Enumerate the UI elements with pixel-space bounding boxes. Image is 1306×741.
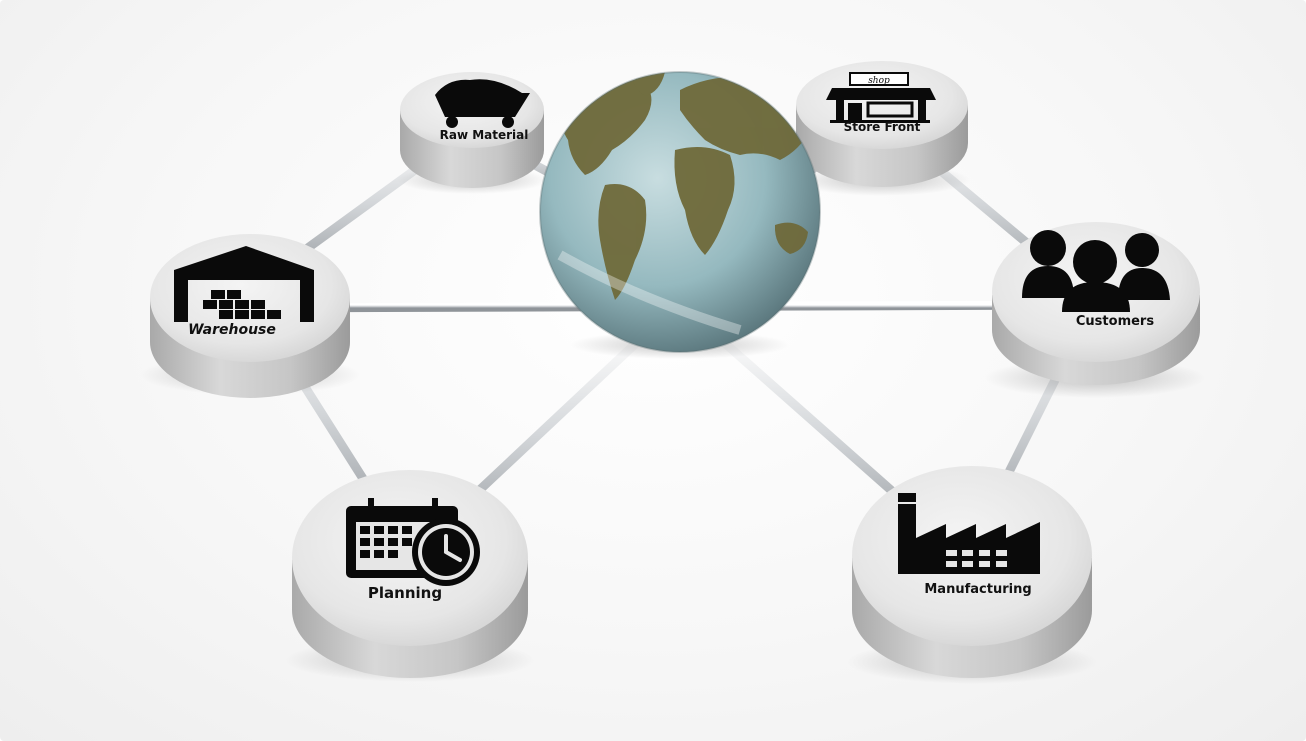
manufacturing-label: Manufacturing xyxy=(924,582,1031,597)
warehouse-label: Warehouse xyxy=(188,322,276,338)
warehouse-icon xyxy=(174,246,314,322)
globe-icon xyxy=(539,71,821,359)
node-raw-material: Raw Material xyxy=(397,72,547,194)
node-customers: Customers xyxy=(985,222,1205,398)
customers-label: Customers xyxy=(1076,314,1154,329)
node-planning: Planning xyxy=(285,470,535,682)
store-front-label: Store Front xyxy=(844,120,921,134)
storefront-icon: shop xyxy=(826,72,936,123)
node-warehouse: Warehouse xyxy=(140,234,360,398)
planning-label: Planning xyxy=(368,584,442,602)
raw-material-label: Raw Material xyxy=(440,128,529,142)
shop-sign-text: shop xyxy=(868,76,890,86)
mine-cart-icon xyxy=(435,79,530,128)
factory-icon xyxy=(898,493,1040,574)
node-store-front: shop Store Front xyxy=(794,61,970,196)
node-manufacturing: Manufacturing xyxy=(847,466,1097,684)
people-icon xyxy=(1022,230,1170,312)
calendar-clock-icon xyxy=(346,498,480,586)
